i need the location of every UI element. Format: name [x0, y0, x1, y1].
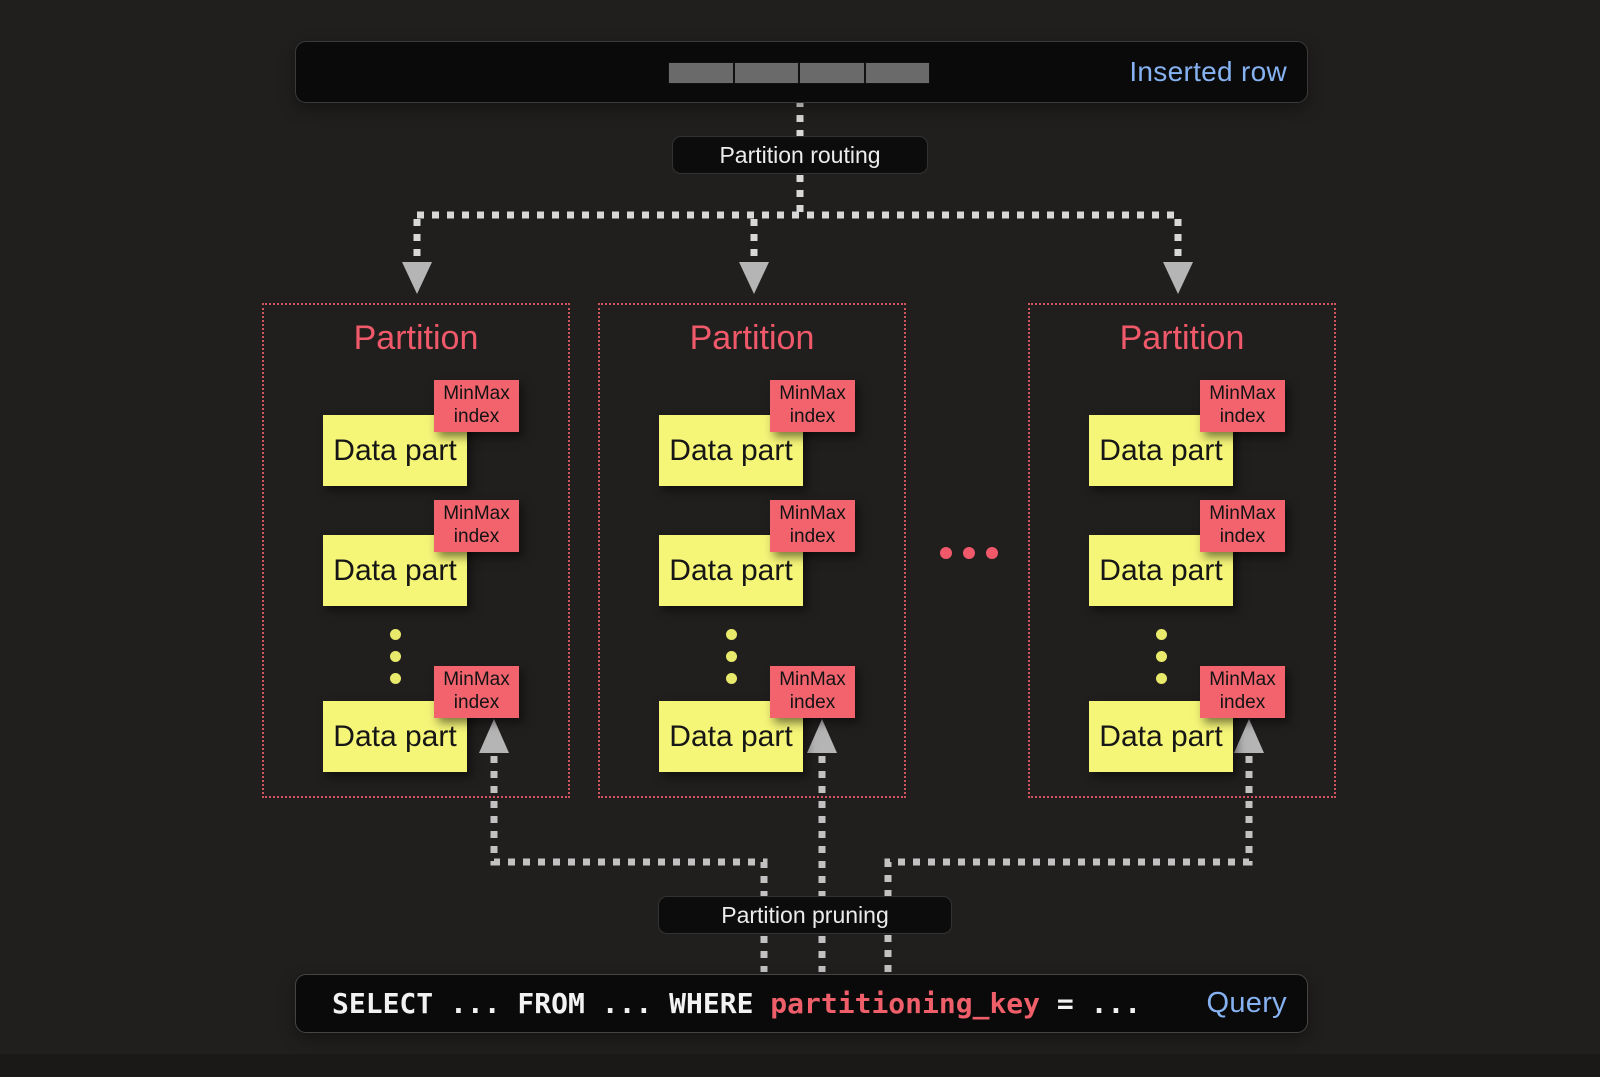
partitioning-key-token: partitioning_key — [770, 987, 1041, 1020]
minmax-index-badge: MinMax index — [434, 380, 519, 432]
partition-routing-label: Partition routing — [672, 136, 928, 174]
partition-title: Partition — [353, 319, 479, 357]
query-label: Query — [1206, 987, 1287, 1019]
arrow-down-icon — [402, 262, 432, 294]
arrow-down-icon — [739, 262, 769, 294]
minmax-index-badge: MinMax index — [770, 380, 855, 432]
minmax-index-badge: MinMax index — [434, 666, 519, 718]
more-parts-ellipsis — [390, 629, 401, 684]
inserted-row-bar: Inserted row — [295, 41, 1308, 103]
query-bar: SELECT ... FROM ... WHERE partitioning_k… — [295, 974, 1308, 1033]
inserted-row-label: Inserted row — [1129, 56, 1287, 87]
row-cell — [734, 63, 798, 83]
data-part-box: Data part — [1089, 535, 1233, 606]
sql-text: SELECT ... FROM ... WHERE — [332, 987, 771, 1020]
partition-title: Partition — [1119, 319, 1245, 357]
data-part-box: Data part — [323, 535, 467, 606]
bottom-edge-band — [0, 1054, 1600, 1077]
inserted-row-cells — [668, 62, 930, 84]
minmax-index-badge: MinMax index — [1200, 500, 1285, 552]
minmax-index-badge: MinMax index — [770, 666, 855, 718]
row-cell — [800, 63, 864, 83]
partition-title: Partition — [689, 319, 815, 357]
sql-query-text: SELECT ... FROM ... WHERE partitioning_k… — [332, 975, 1141, 1032]
partition-box-3: Partition MinMax index Data part MinMax … — [1028, 303, 1336, 798]
row-cell — [865, 63, 929, 83]
partitions-ellipsis — [940, 547, 998, 559]
data-part-box: Data part — [323, 701, 467, 772]
arrow-down-icon — [1163, 262, 1193, 294]
more-parts-ellipsis — [1156, 629, 1167, 684]
partition-box-2: Partition MinMax index Data part MinMax … — [598, 303, 906, 798]
minmax-index-badge: MinMax index — [770, 500, 855, 552]
sql-text: = ... — [1040, 987, 1142, 1020]
minmax-index-badge: MinMax index — [434, 500, 519, 552]
minmax-index-badge: MinMax index — [1200, 666, 1285, 718]
partition-pruning-label: Partition pruning — [658, 896, 952, 934]
partition-box-1: Partition MinMax index Data part MinMax … — [262, 303, 570, 798]
more-parts-ellipsis — [726, 629, 737, 684]
minmax-index-badge: MinMax index — [1200, 380, 1285, 432]
row-cell — [669, 63, 733, 83]
